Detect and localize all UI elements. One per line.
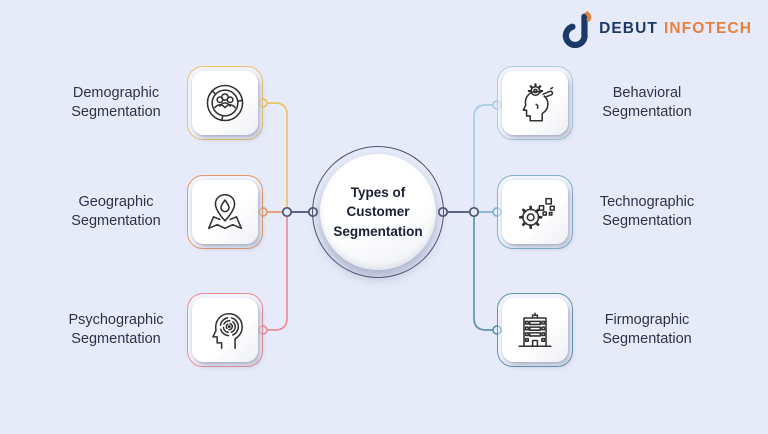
brand-wordmark: DEBUT INFOTECH — [599, 20, 752, 38]
demographic-connector-line — [263, 102, 288, 212]
brand-word-debut: DEBUT — [599, 20, 658, 37]
geographic-label: Geographic Segmentation — [71, 194, 161, 230]
brand-logo: DEBUT INFOTECH — [560, 10, 752, 48]
psychographic-label: Psychographic Segmentation — [68, 312, 164, 348]
behavioral-card-face — [502, 71, 568, 135]
firmographic-label: Firmographic Segmentation — [602, 312, 692, 348]
technographic-card — [497, 175, 573, 249]
people-pie-chart-icon — [206, 84, 244, 122]
gear-pixels-icon — [518, 197, 555, 230]
diagram-title-line2: Customer — [346, 204, 410, 220]
psychographic-card — [187, 293, 263, 367]
right-junction-dot — [468, 206, 480, 218]
debut-d-logo-icon — [562, 11, 592, 48]
left-junction-dot — [281, 206, 293, 218]
center-circle-face: Types of Customer Segmentation — [320, 154, 436, 270]
firmographic-card-face — [502, 298, 568, 362]
behavioral-label: Behavioral Segmentation — [602, 85, 692, 121]
technographic-label: Technographic Segmentation — [599, 194, 695, 230]
head-maze-icon — [212, 312, 243, 349]
demographic-card-face — [192, 71, 258, 135]
center-circle: Types of Customer Segmentation — [312, 146, 444, 278]
diagram-title: Types of Customer Segmentation — [333, 183, 422, 240]
geographic-card — [187, 175, 263, 249]
demographic-node-dot — [258, 98, 268, 108]
diagram-title-line1: Types of — [350, 185, 406, 201]
firmographic-card — [497, 293, 573, 367]
behavioral-connector-line — [473, 104, 497, 212]
psychographic-card-face — [192, 298, 258, 362]
firmographic-connector-line — [473, 212, 497, 331]
office-building-icon — [518, 312, 552, 348]
behavioral-card — [497, 66, 573, 140]
demographic-card — [187, 66, 263, 140]
psychographic-connector-line — [263, 212, 288, 331]
technographic-card-face — [502, 180, 568, 244]
map-location-pin-icon — [207, 193, 243, 230]
psychographic-node-dot — [258, 325, 268, 335]
head-gear-hand-icon — [522, 83, 554, 122]
demographic-label: Demographic Segmentation — [71, 85, 161, 121]
diagram-title-line3: Segmentation — [333, 223, 423, 239]
geographic-card-face — [192, 180, 258, 244]
brand-word-infotech: INFOTECH — [663, 20, 752, 37]
geographic-node-dot — [258, 207, 268, 217]
